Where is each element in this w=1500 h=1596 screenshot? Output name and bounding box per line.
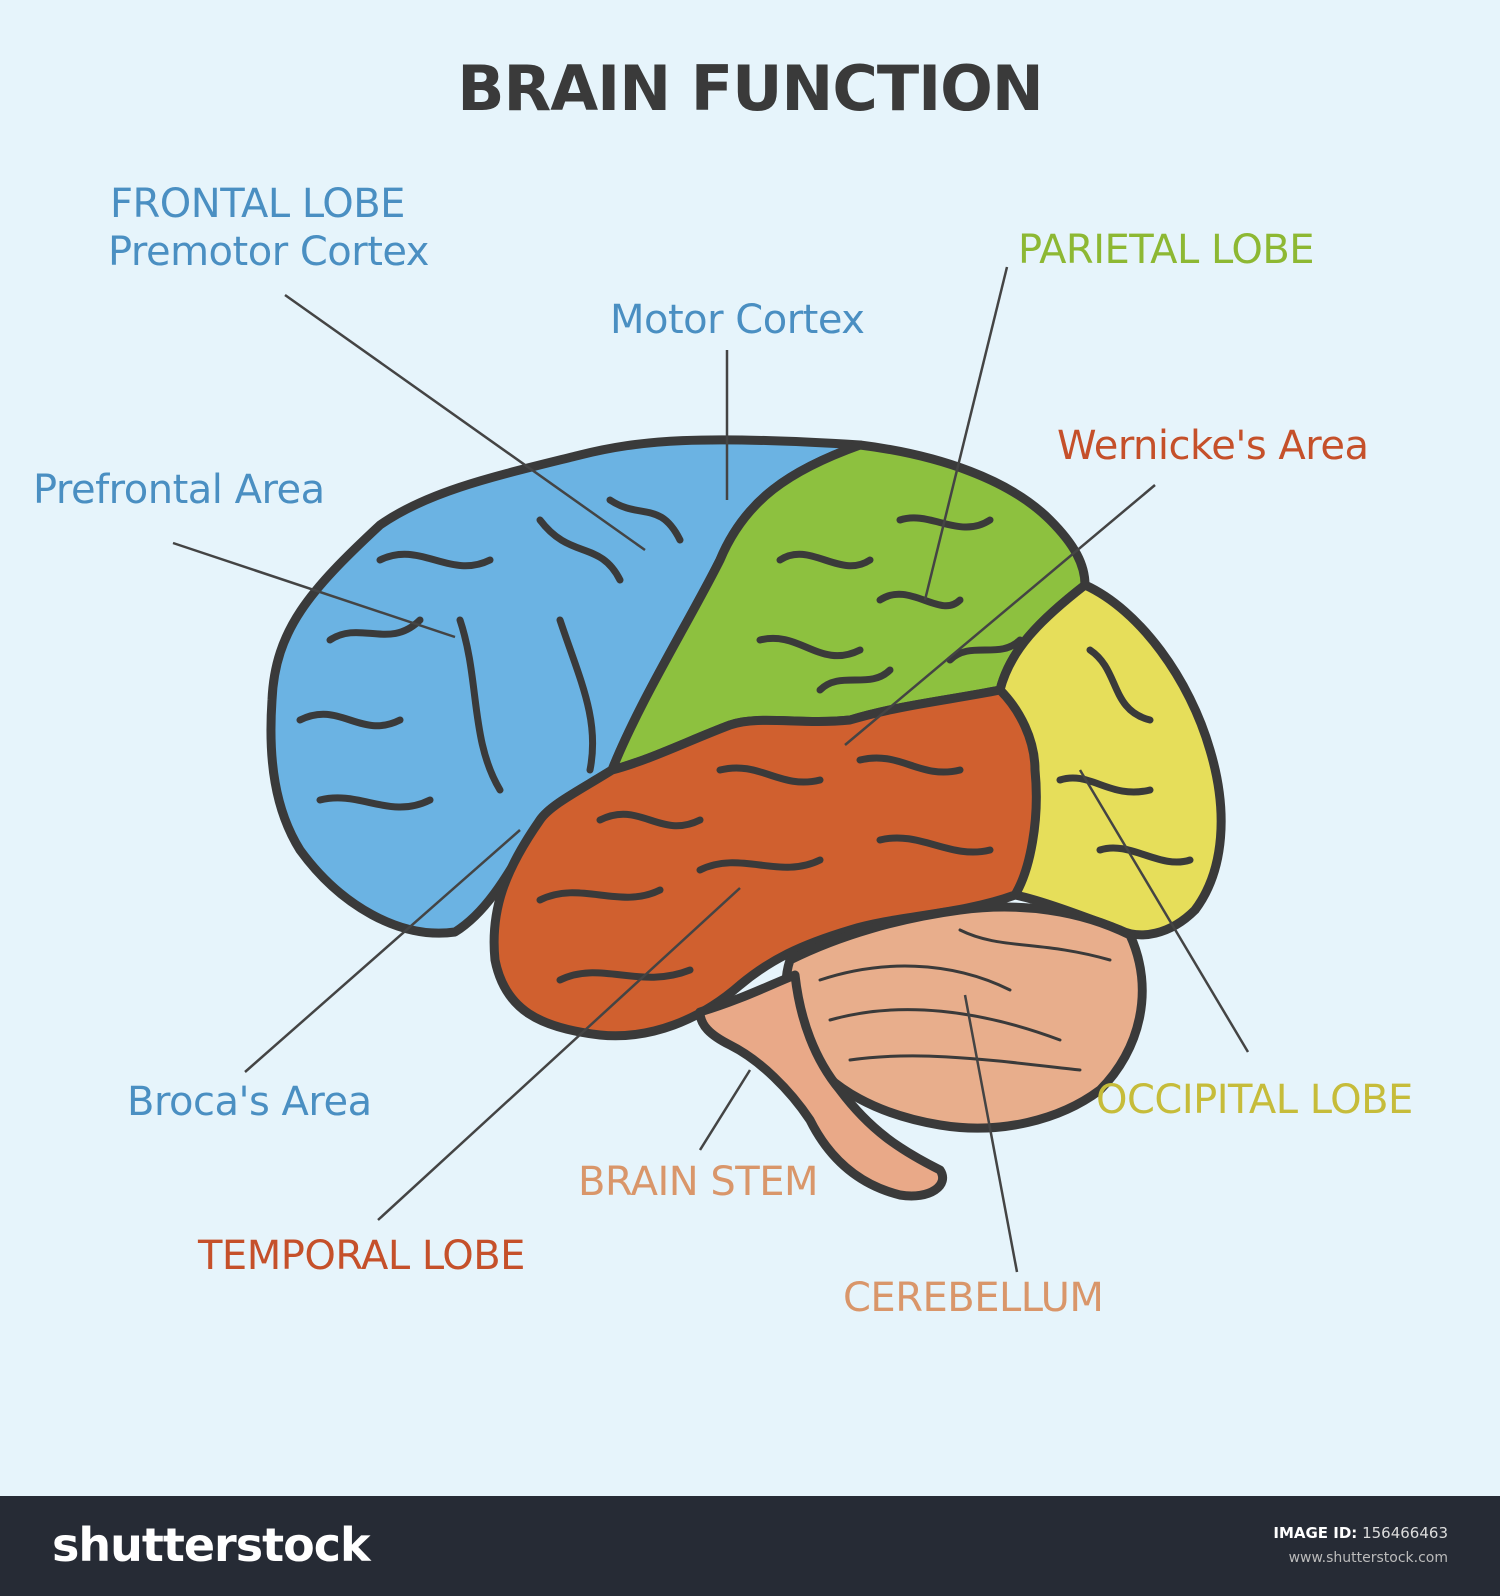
label-motor-cortex: Motor Cortex — [610, 297, 865, 343]
label-prefrontal-area: Prefrontal Area — [33, 467, 325, 513]
image-id-label: IMAGE ID: — [1273, 1524, 1358, 1542]
leader-frontal-lobe — [284, 293, 646, 552]
leader-cerebellum — [963, 994, 1019, 1273]
leader-lines — [172, 266, 1250, 1273]
footer-url: www.shutterstock.com — [1288, 1550, 1448, 1566]
label-parietal-lobe: PARIETAL LOBE — [1018, 227, 1315, 273]
footer-bar: shutterstock IMAGE ID: 156466463 www.shu… — [0, 1496, 1500, 1596]
leader-parietal-lobe — [923, 266, 1009, 601]
brain-stem-region — [695, 970, 947, 1201]
leader-occipital-lobe — [1078, 769, 1250, 1053]
label-brocas-area: Broca's Area — [127, 1079, 372, 1125]
brain-diagram — [172, 266, 1250, 1273]
leader-temporal-lobe — [377, 887, 741, 1221]
image-id-value: 156466463 — [1362, 1524, 1448, 1542]
label-temporal-lobe: TEMPORAL LOBE — [198, 1233, 525, 1279]
label-brain-stem: BRAIN STEM — [578, 1159, 819, 1205]
label-occipital-lobe: OCCIPITAL LOBE — [1096, 1077, 1413, 1123]
leader-prefrontal-area — [172, 541, 456, 639]
label-wernickes-area: Wernicke's Area — [1057, 423, 1369, 469]
diagram-title: BRAIN FUNCTION — [457, 52, 1044, 125]
leader-brocas-area — [244, 829, 521, 1073]
image-id: IMAGE ID: 156466463 — [1273, 1524, 1448, 1542]
shutterstock-logo: shutterstock — [52, 1518, 371, 1572]
label-cerebellum: CEREBELLUM — [843, 1275, 1104, 1321]
leader-wernickes-area — [844, 484, 1156, 746]
leader-brain-stem — [698, 1069, 752, 1151]
label-premotor-cortex: Premotor Cortex — [108, 229, 429, 275]
label-frontal-lobe: FRONTAL LOBE — [110, 181, 405, 227]
